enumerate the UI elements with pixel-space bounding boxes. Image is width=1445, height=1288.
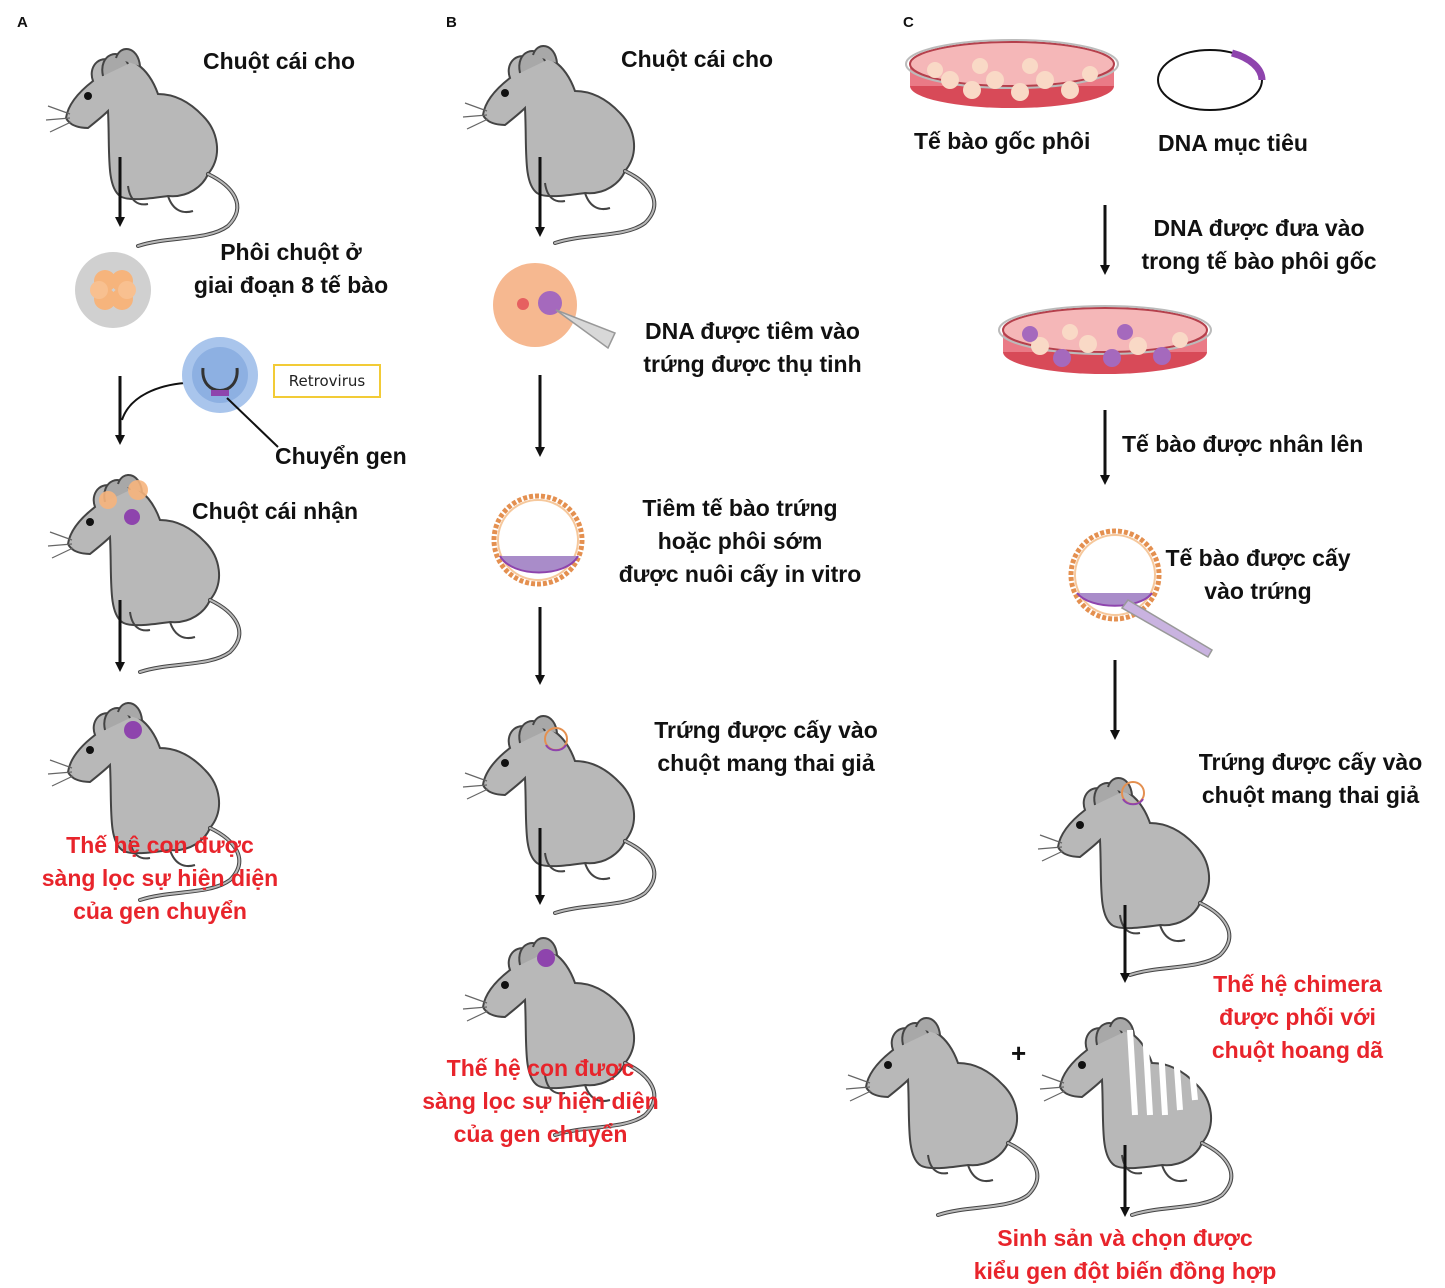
- label-donor-a: Chuột cái cho: [203, 45, 355, 78]
- panel-a-graphics: [46, 49, 278, 900]
- transgene-dot: [124, 509, 140, 525]
- wild-type-mouse: [846, 1018, 1037, 1215]
- transgene-dot: [537, 949, 555, 967]
- target-dna-plasmid: [1158, 50, 1262, 110]
- transgene-pointer: [227, 398, 278, 447]
- fertilized-egg: [493, 263, 577, 347]
- retrovirus-connector: [122, 383, 185, 420]
- retrovirus-label: Retrovirus: [273, 364, 381, 398]
- cell-injection-pipette: [1122, 600, 1212, 657]
- panel-label-a: A: [17, 14, 28, 31]
- embryo-dot: [128, 480, 148, 500]
- label-recipient: Chuột cái nhận: [192, 495, 358, 528]
- stem-cell-dish: [906, 40, 1118, 108]
- label-stem-cells: Tế bào gốc phôi: [914, 125, 1090, 158]
- embryo-8cell: [75, 252, 151, 328]
- label-multiplied: Tế bào được nhân lên: [1122, 428, 1363, 461]
- plus-sign: +: [1011, 1038, 1026, 1069]
- panel-label-c: C: [903, 14, 914, 31]
- transgene-dot: [124, 721, 142, 739]
- donor-mouse-a: [46, 49, 237, 246]
- label-donor-b: Chuột cái cho: [621, 43, 773, 76]
- embryo-dot: [99, 491, 117, 509]
- panel-label-b: B: [446, 14, 457, 31]
- retrovirus-icon: [182, 337, 258, 413]
- surrogate-mouse-b: [463, 716, 654, 913]
- transfected-dish: [999, 306, 1211, 374]
- label-transgene: Chuyển gen: [275, 440, 407, 473]
- label-target-dna: DNA mục tiêu: [1158, 127, 1308, 160]
